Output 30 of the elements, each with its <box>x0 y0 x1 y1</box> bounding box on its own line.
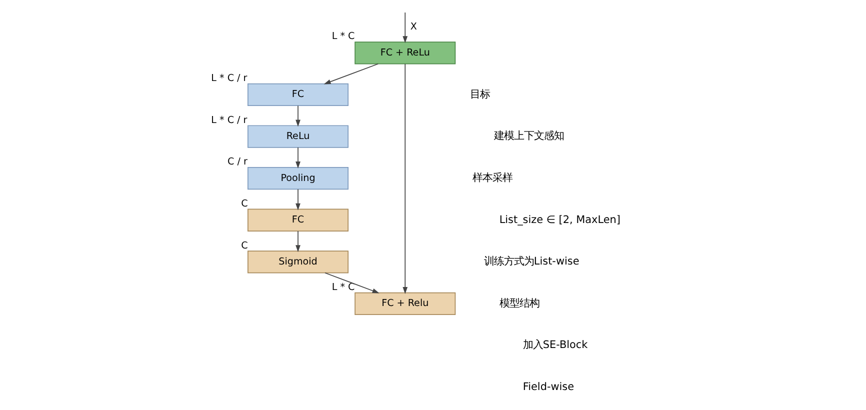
arrow <box>296 147 300 169</box>
edge-label: X <box>410 22 417 33</box>
label: Field-wise <box>522 381 574 394</box>
label: 样本采样 <box>472 172 513 184</box>
node-label: C / r <box>228 156 248 168</box>
node-box: FC <box>248 83 349 106</box>
node-label: C <box>241 240 248 252</box>
node-label: L * C / r <box>211 73 248 84</box>
arrow <box>324 63 379 84</box>
node-box: FC + ReLu <box>354 42 456 64</box>
label: 训练方式为List-wise <box>484 256 580 268</box>
node-box: Sigmoid <box>248 250 349 274</box>
label: 加入SE-Block <box>522 339 588 352</box>
arrow <box>324 272 380 294</box>
label: List_size ∈ [2, MaxLen] <box>499 214 620 226</box>
node-box: FC <box>248 208 349 232</box>
node-label: L * C <box>332 31 355 42</box>
label: 模型结构 <box>500 297 540 310</box>
arrow <box>296 188 300 210</box>
label: 目标 <box>470 88 490 100</box>
node-label: C <box>241 198 248 210</box>
node-box: Pooling <box>248 167 349 190</box>
node-label: L * C / r <box>211 114 248 126</box>
node-box: ReLu <box>248 125 349 148</box>
arrow <box>402 64 408 294</box>
node-box: FC + Relu <box>354 292 456 316</box>
arrow <box>296 105 300 127</box>
arrow <box>296 230 300 252</box>
label: 建模上下文感知 <box>494 130 564 142</box>
arrow <box>402 12 408 44</box>
